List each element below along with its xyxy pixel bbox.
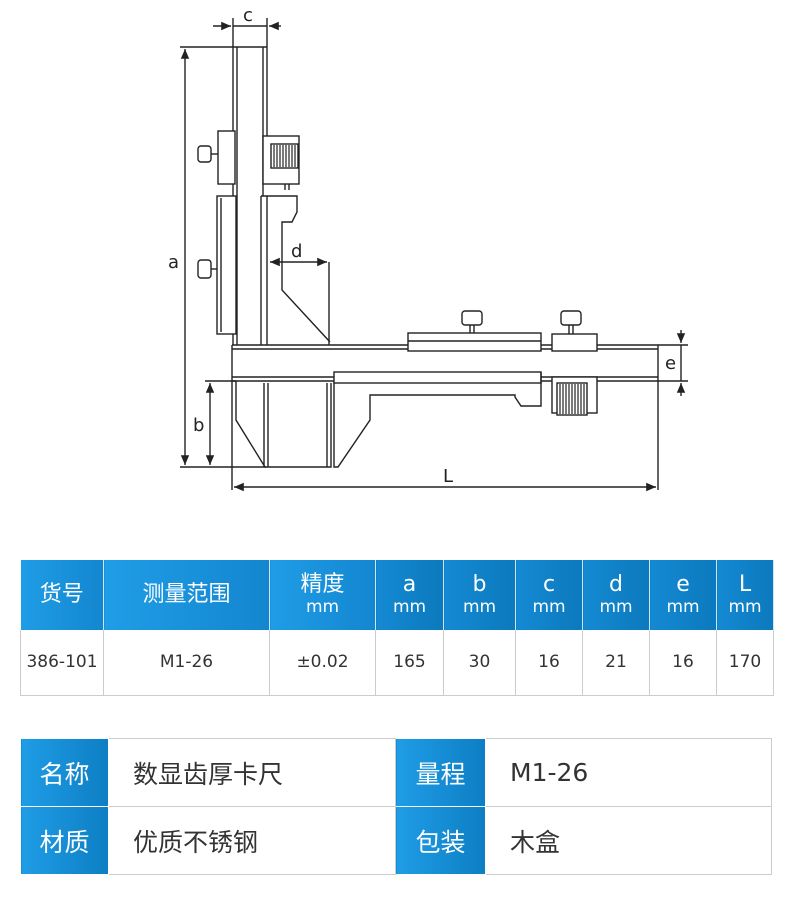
cell-range: M1-26 bbox=[103, 630, 270, 696]
cell-d: 21 bbox=[582, 630, 650, 696]
dimension-L: L bbox=[234, 466, 656, 492]
dimension-c: c bbox=[213, 5, 281, 47]
info-table: 名称 数显齿厚卡尺 量程 M1-26 材质 优质不锈钢 包装 木盒 bbox=[20, 738, 772, 875]
info-value-name: 数显齿厚卡尺 bbox=[108, 738, 396, 807]
info-value-range: M1-26 bbox=[485, 738, 772, 807]
cell-L: 170 bbox=[716, 630, 774, 696]
info-value-material: 优质不锈钢 bbox=[108, 806, 396, 875]
cell-e: 16 bbox=[649, 630, 717, 696]
header-range: 测量范围 bbox=[103, 560, 270, 630]
svg-text:L: L bbox=[443, 466, 453, 487]
cell-accuracy: ±0.02 bbox=[269, 630, 376, 696]
vertical-beam bbox=[197, 47, 331, 345]
header-item-no: 货号 bbox=[20, 560, 104, 630]
info-key-range: 量程 bbox=[395, 738, 486, 807]
info-key-name: 名称 bbox=[20, 738, 109, 807]
info-key-packaging: 包装 bbox=[395, 806, 486, 875]
svg-text:d: d bbox=[291, 241, 302, 262]
cell-item-no: 386-101 bbox=[20, 630, 104, 696]
info-key-material: 材质 bbox=[20, 806, 109, 875]
dimension-e: e bbox=[658, 330, 688, 396]
svg-text:c: c bbox=[243, 5, 253, 26]
dimension-b: b bbox=[193, 380, 236, 465]
info-row: 名称 数显齿厚卡尺 量程 M1-26 bbox=[20, 738, 772, 807]
cell-c: 16 bbox=[515, 630, 583, 696]
svg-text:b: b bbox=[193, 415, 204, 436]
cell-b: 30 bbox=[443, 630, 516, 696]
info-row: 材质 优质不锈钢 包装 木盒 bbox=[20, 806, 772, 875]
horizontal-beam bbox=[231, 310, 659, 490]
svg-text:a: a bbox=[168, 252, 179, 273]
table-row: 386-101 M1-26 ±0.02 165 30 16 21 16 170 bbox=[20, 630, 774, 696]
cell-a: 165 bbox=[375, 630, 444, 696]
dimension-d: d bbox=[270, 241, 330, 345]
info-value-packaging: 木盒 bbox=[485, 806, 772, 875]
svg-text:e: e bbox=[665, 353, 676, 374]
dimension-a: a bbox=[168, 46, 267, 468]
caliper-diagram: c a d e b L bbox=[168, 5, 688, 492]
